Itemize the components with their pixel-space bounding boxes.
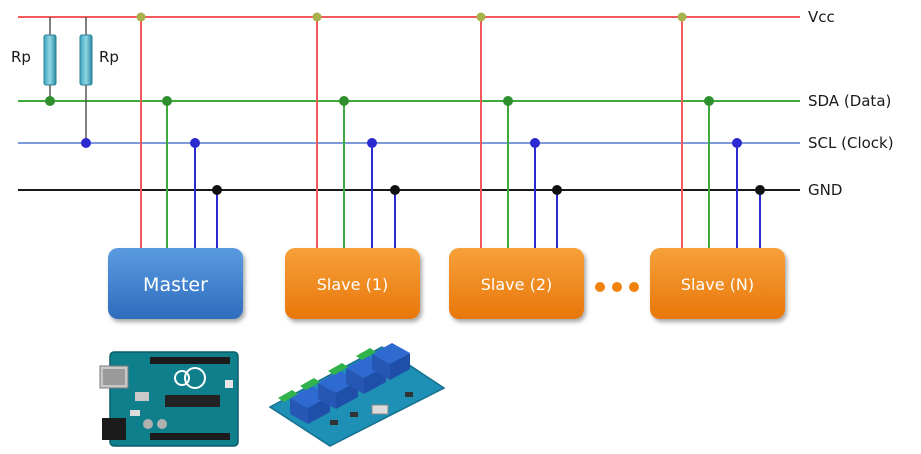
slave2-label: Slave (2): [481, 275, 552, 294]
gnd-label: GND: [808, 181, 842, 199]
pullup-resistor-sda: [43, 17, 57, 106]
master-box: [108, 248, 243, 319]
pullup-resistor-scl: [79, 17, 93, 148]
vcc-label: Vcc: [808, 8, 835, 26]
resistor-label-1: Rp: [11, 48, 31, 66]
relay-module-board: [268, 343, 446, 447]
slave2-connections: [476, 12, 562, 248]
ellipsis-dots: [595, 282, 639, 292]
sda-label: SDA (Data): [808, 92, 891, 110]
slaveN-box: [650, 248, 785, 319]
slave1-box: [285, 248, 420, 319]
master-connections: [136, 12, 222, 248]
master-label: Master: [143, 274, 208, 296]
slave2-box: [449, 248, 584, 319]
slaveN-label: Slave (N): [681, 275, 754, 294]
slave1-label: Slave (1): [317, 275, 388, 294]
slaveN-connections: [677, 12, 765, 248]
slave1-connections: [312, 12, 400, 248]
resistor-label-2: Rp: [99, 48, 119, 66]
arduino-uno-board: [99, 351, 239, 447]
scl-label: SCL (Clock): [808, 134, 894, 152]
